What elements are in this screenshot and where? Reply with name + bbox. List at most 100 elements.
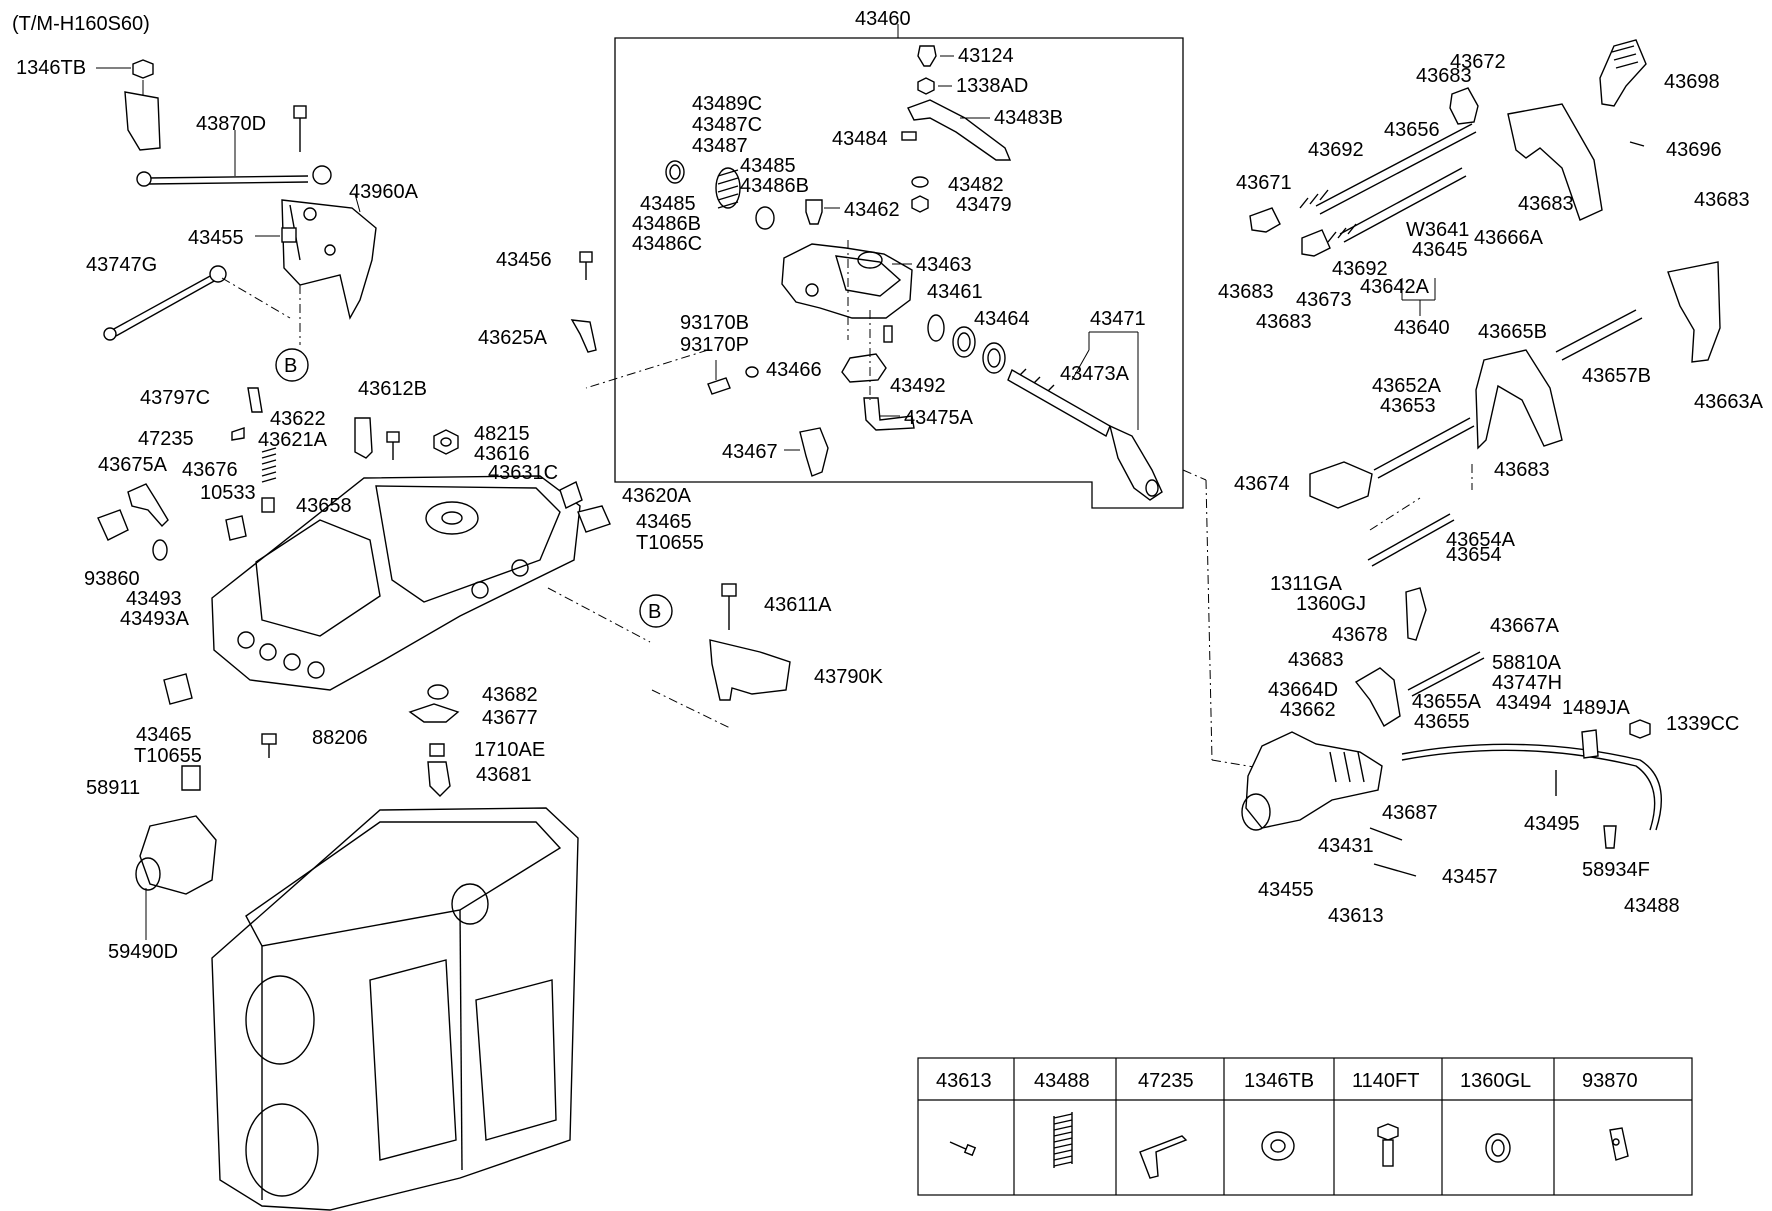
label-43487: 43487 — [692, 135, 748, 157]
legend-bolt-icon — [949, 1141, 977, 1157]
label-43465-b: 43465 — [136, 724, 192, 746]
label-43664d: 43664D — [1268, 679, 1338, 701]
label-43696: 43696 — [1666, 139, 1722, 161]
label-43683-f: 43683 — [1494, 459, 1550, 481]
label-1311ga: 1311GA — [1270, 573, 1343, 595]
diagram-title: (T/M-H160S60) — [12, 13, 150, 35]
label-43612b: 43612B — [358, 378, 427, 400]
label-43487c: 43487C — [692, 114, 762, 136]
label-w3641: W3641 — [1406, 219, 1469, 241]
fork-rail-group — [1241, 39, 1721, 877]
label-43485-b: 43485 — [640, 193, 696, 215]
label-43662: 43662 — [1280, 699, 1336, 721]
label-43463: 43463 — [916, 254, 972, 276]
label-43466: 43466 — [766, 359, 822, 381]
label-10533: 10533 — [200, 482, 256, 504]
label-43493a: 43493A — [120, 608, 190, 630]
label-43620a: 43620A — [622, 485, 692, 507]
label-43486b-a: 43486B — [740, 175, 809, 197]
label-43682: 43682 — [482, 684, 538, 706]
label-43484: 43484 — [832, 128, 888, 150]
label-43683-g: 43683 — [1288, 649, 1344, 671]
label-1346tb: 1346TB — [16, 57, 86, 79]
label-43640: 43640 — [1394, 317, 1450, 339]
label-1339cc: 1339CC — [1666, 713, 1739, 735]
label-43656: 43656 — [1384, 119, 1440, 141]
label-43475a: 43475A — [904, 407, 974, 429]
label-43678: 43678 — [1332, 624, 1388, 646]
label-1489ja: 1489JA — [1562, 697, 1630, 719]
label-43494: 43494 — [1496, 692, 1552, 714]
legend-header-93870: 93870 — [1582, 1070, 1638, 1092]
label-1360gj: 1360GJ — [1296, 593, 1366, 615]
legend-hex-bolt-icon — [1377, 1123, 1399, 1167]
shift-housing-group — [585, 45, 1273, 771]
label-43790k: 43790K — [814, 666, 884, 688]
label-43675a: 43675A — [98, 454, 168, 476]
label-43677: 43677 — [482, 707, 538, 729]
transmission-case — [211, 807, 579, 1211]
label-43960a: 43960A — [349, 181, 419, 203]
label-47235: 47235 — [138, 428, 194, 450]
label-43672: 43672 — [1450, 51, 1506, 73]
label-43492: 43492 — [890, 375, 946, 397]
label-43870d: 43870D — [196, 113, 266, 135]
label-43485-a: 43485 — [740, 155, 796, 177]
legend-header-43488: 43488 — [1034, 1070, 1090, 1092]
label-43455-b: 43455 — [1258, 879, 1314, 901]
label-43671: 43671 — [1236, 172, 1292, 194]
label-43666a: 43666A — [1474, 227, 1544, 249]
label-43692-a: 43692 — [1308, 139, 1364, 161]
label-43462: 43462 — [844, 199, 900, 221]
label-43687: 43687 — [1382, 802, 1438, 824]
label-43489c: 43489C — [692, 93, 762, 115]
label-43621a: 43621A — [258, 429, 328, 451]
label-43698: 43698 — [1664, 71, 1720, 93]
label-t10655-a: T10655 — [636, 532, 704, 554]
assembly-box-43460 — [614, 37, 1184, 509]
ref-b-left: B — [284, 355, 297, 377]
label-43488: 43488 — [1624, 895, 1680, 917]
label-43652a: 43652A — [1372, 375, 1442, 397]
label-43479: 43479 — [956, 194, 1012, 216]
ref-circle-b-right — [639, 594, 673, 628]
label-93170b: 93170B — [680, 312, 749, 334]
top-cover-group: B — [97, 251, 791, 940]
label-43674: 43674 — [1234, 473, 1290, 495]
label-43665b: 43665B — [1478, 321, 1547, 343]
label-43683-c: 43683 — [1694, 189, 1750, 211]
label-43655: 43655 — [1414, 711, 1470, 733]
label-43683-e: 43683 — [1256, 311, 1312, 333]
label-58911: 58911 — [86, 777, 140, 799]
label-43431: 43431 — [1318, 835, 1374, 857]
legend-header-47235: 47235 — [1138, 1070, 1194, 1092]
label-43482: 43482 — [948, 174, 1004, 196]
legend-header-43613: 43613 — [936, 1070, 992, 1092]
label-43663a: 43663A — [1694, 391, 1764, 413]
label-43456: 43456 — [496, 249, 552, 271]
label-93170p: 93170P — [680, 334, 749, 356]
label-t10655-b: T10655 — [134, 745, 202, 767]
legend-nut-icon — [1261, 1131, 1295, 1161]
ref-b-right: B — [648, 601, 661, 623]
legend-header-1360gl: 1360GL — [1460, 1070, 1531, 1092]
part-labels: 1346TB 43870D 43960A 43455 43747G 43460 … — [16, 8, 1764, 963]
label-43473a: 43473A — [1060, 363, 1130, 385]
label-1338ad: 1338AD — [956, 75, 1028, 97]
label-43654: 43654 — [1446, 544, 1502, 566]
ref-circle-b-left — [275, 348, 309, 382]
label-58934f: 58934F — [1582, 859, 1650, 881]
legend-clamp-icon — [1609, 1127, 1629, 1161]
label-43797c: 43797C — [140, 387, 210, 409]
label-43654a: 43654A — [1446, 529, 1516, 551]
label-43658: 43658 — [296, 495, 352, 517]
label-43667a: 43667A — [1490, 615, 1560, 637]
label-43683-d: 43683 — [1218, 281, 1274, 303]
label-88206: 88206 — [312, 727, 368, 749]
label-43622: 43622 — [270, 408, 326, 430]
label-43124: 43124 — [958, 45, 1014, 67]
nut-1346tb — [132, 59, 154, 79]
label-43642a: 43642A — [1360, 276, 1430, 298]
label-43495: 43495 — [1524, 813, 1580, 835]
